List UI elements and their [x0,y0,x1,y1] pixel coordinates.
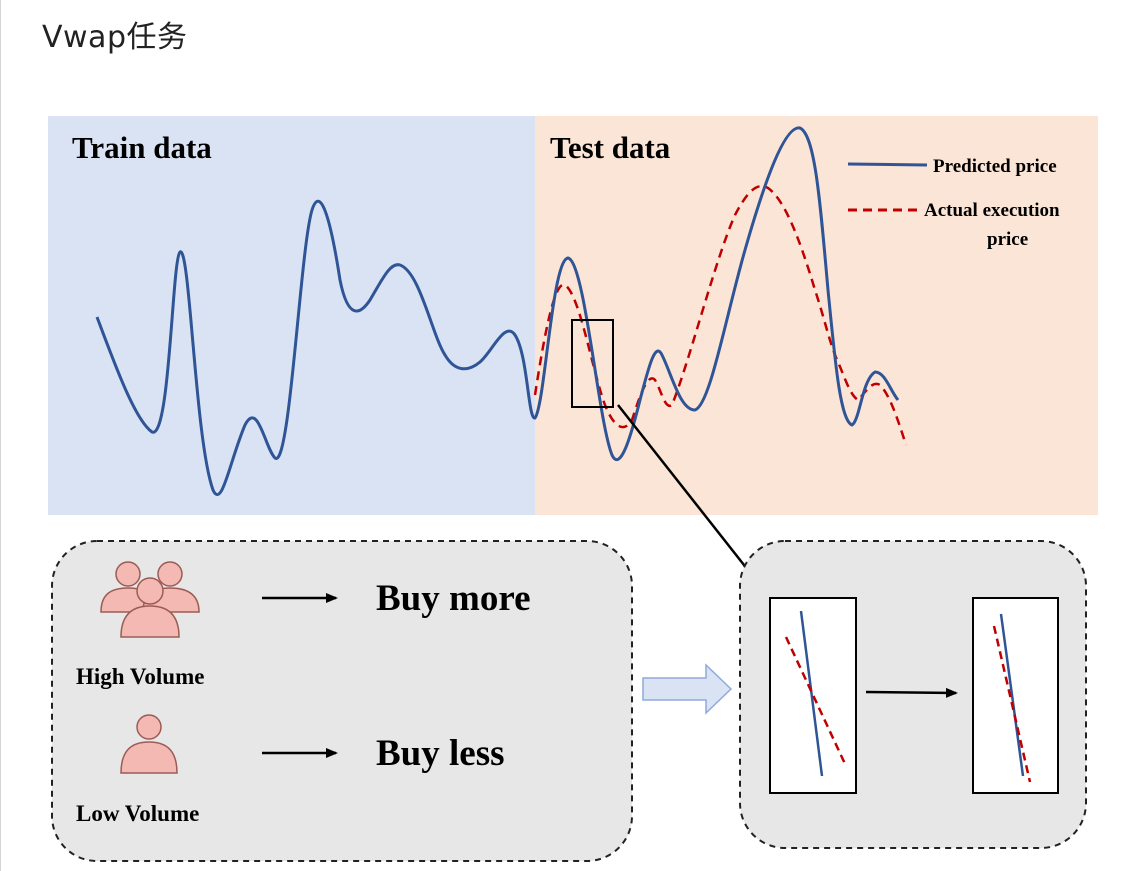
legend-predicted-label: Predicted price [933,156,1057,177]
page-left-border [0,0,1,871]
zoom-before-actual-line [784,636,848,767]
train-data-label: Train data [72,130,212,165]
legend-actual-label-line2: price [987,229,1028,250]
low-volume-label: Low Volume [76,801,199,826]
high-volume-label: High Volume [76,664,204,689]
zoom-after-actual-line [992,625,1032,783]
volume-panel [51,540,633,862]
legend-predicted-swatch [847,162,928,167]
legend-actual-label-line1: Actual execution [924,200,1060,221]
zoom-after-predicted-line [999,613,1025,777]
block-arrow-right [642,663,733,715]
zoom-adjust-arrow [865,687,958,698]
zoom-box-after [972,597,1059,794]
page-title: Vwap任务 [42,20,188,55]
people-group-icon [100,561,200,638]
predicted-price-line [95,126,900,496]
zoom-selection-box [571,319,614,408]
buy-more-label: Buy more [376,578,531,619]
buy-less-label: Buy less [376,733,505,774]
person-icon [120,714,178,774]
train-data-region [48,116,535,515]
zoom-before-predicted-line [799,610,824,777]
test-data-label: Test data [550,130,671,165]
